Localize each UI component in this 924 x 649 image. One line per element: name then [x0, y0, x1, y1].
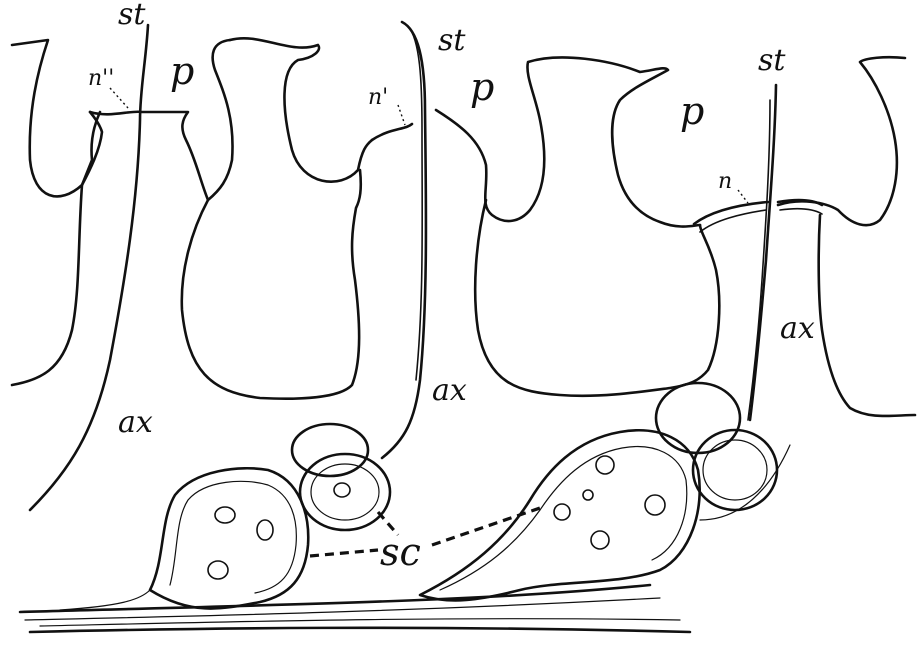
label-p-2: p — [470, 65, 494, 109]
nerve-fiber — [699, 444, 791, 521]
label-st-1: st — [118, 0, 146, 32]
label-ax-2: ax — [432, 373, 467, 408]
papilla-body-3 — [473, 198, 721, 398]
nerve-trunk — [18, 444, 791, 634]
sense-cell-left — [148, 467, 310, 610]
sense-cell-small-top — [290, 422, 370, 478]
label-ax-3: ax — [780, 311, 815, 346]
nerve-trunk-lower — [28, 626, 692, 634]
sensory-fibers — [28, 20, 778, 512]
sense-cell-small-inner — [310, 463, 380, 521]
nucleus — [595, 455, 615, 475]
leader-n-prime — [397, 104, 406, 126]
leader-sc-top — [376, 510, 400, 537]
papilla-outline-left — [10, 38, 102, 387]
nerve-fiber — [24, 597, 661, 621]
axon-2 — [380, 20, 428, 460]
nucleus — [644, 494, 666, 516]
papilla-body-right — [776, 55, 917, 418]
nucleus — [590, 530, 610, 550]
sense-cell-right-top — [654, 381, 742, 455]
nucleus — [553, 503, 571, 521]
membrane-n — [692, 198, 824, 226]
label-n-double-prime: n'' — [88, 66, 114, 91]
papilla-body-2 — [370, 56, 702, 228]
sense-cells — [148, 381, 779, 610]
nucleus — [333, 482, 351, 498]
sense-cell-left-layer — [169, 480, 297, 594]
labels: st st st p p p n'' n' n ax ax ax sc — [88, 0, 815, 574]
axon-1 — [28, 23, 150, 512]
label-sc: sc — [380, 530, 421, 574]
sense-cell-right-side — [691, 428, 779, 512]
label-st-2: st — [438, 23, 466, 58]
sense-cell-right-layer — [439, 446, 688, 591]
nucleus — [207, 560, 229, 580]
membranes — [109, 87, 824, 233]
nerve-fiber — [39, 618, 681, 627]
leader-sc-left — [309, 548, 379, 558]
nerve-fiber — [59, 589, 151, 611]
sense-cell-small — [298, 452, 392, 532]
leader-n — [737, 189, 749, 204]
nucleus — [256, 519, 274, 541]
nerve-trunk-upper — [18, 583, 652, 614]
axon-2-inner — [407, 25, 424, 381]
leader-n-double-prime — [109, 87, 129, 109]
papilla-body-1 — [180, 37, 374, 400]
papilla-outlines — [10, 37, 917, 418]
label-n: n — [718, 169, 732, 194]
label-p-1: p — [170, 49, 194, 93]
label-st-3: st — [758, 43, 786, 78]
nucleus — [582, 489, 594, 501]
label-n-prime: n' — [368, 85, 388, 110]
label-ax-1: ax — [118, 405, 153, 440]
papilla-tip-1 — [88, 38, 234, 202]
label-p-3: p — [680, 89, 704, 133]
sense-cell-right — [418, 429, 701, 602]
axon-3 — [748, 83, 778, 422]
papilla-tip-1b — [80, 110, 104, 187]
sc-leaders — [309, 506, 541, 558]
axon-3-inner — [747, 99, 771, 421]
membrane-n-inner — [699, 208, 823, 233]
leader-sc-right — [431, 506, 541, 547]
sense-cell-right-side-inner — [702, 439, 768, 501]
nucleus — [214, 506, 236, 524]
